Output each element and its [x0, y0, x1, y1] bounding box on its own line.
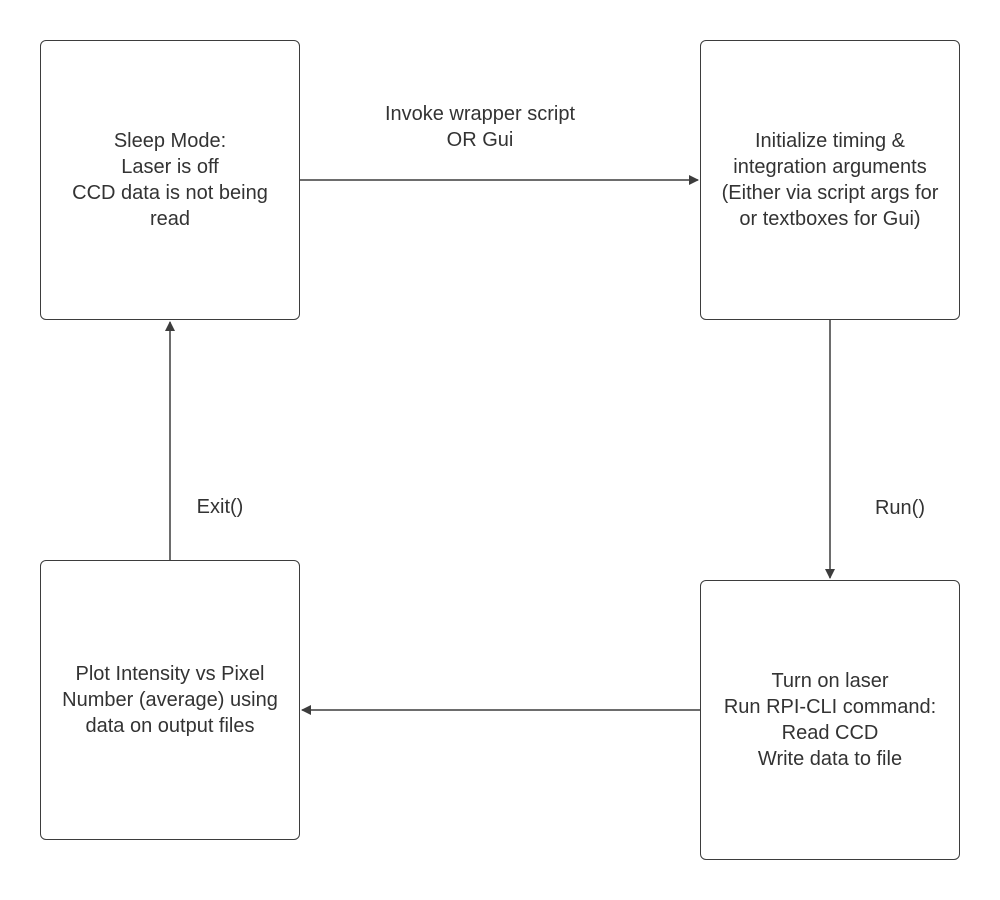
node-line: Write data to file: [757, 748, 903, 770]
node-line: Read CCD: [781, 722, 879, 744]
node-line: Sleep Mode:: [113, 130, 227, 152]
sleep-mode-node: Sleep Mode: Laser is off CCD data is not…: [40, 40, 300, 320]
node-line: CCD data is not being: [72, 182, 268, 204]
run-laser-node: Turn on laser Run RPI-CLI command: Read …: [700, 580, 960, 860]
edge-label-line: Invoke wrapper script: [384, 103, 576, 125]
node-line: (Either via script args for: [721, 182, 939, 204]
node-line: Laser is off: [121, 156, 219, 178]
node-line: Plot Intensity vs Pixel: [75, 663, 265, 685]
initialize-text: Initialize timing & integration argument…: [722, 128, 939, 232]
run-laser-text: Turn on laser Run RPI-CLI command: Read …: [724, 668, 936, 772]
node-line: integration arguments: [733, 156, 927, 178]
node-line: Turn on laser: [771, 670, 889, 692]
exit-edge-label: Exit(): [196, 496, 244, 518]
edge-label-line: OR Gui: [446, 129, 514, 151]
node-line: or textboxes for Gui): [739, 208, 921, 230]
node-line: Initialize timing &: [754, 130, 906, 152]
initialize-node: Initialize timing & integration argument…: [700, 40, 960, 320]
node-line: data on output files: [85, 715, 255, 737]
plot-intensity-node: Plot Intensity vs Pixel Number (average)…: [40, 560, 300, 840]
node-line: Number (average) using: [62, 689, 278, 711]
node-line: read: [149, 208, 190, 230]
plot-intensity-text: Plot Intensity vs Pixel Number (average)…: [62, 661, 278, 739]
node-line: Run RPI-CLI command:: [723, 696, 937, 718]
run-edge-label: Run(): [874, 497, 925, 519]
sleep-mode-text: Sleep Mode: Laser is off CCD data is not…: [72, 128, 268, 232]
invoke-edge-label: Invoke wrapper script OR Gui: [330, 101, 630, 153]
